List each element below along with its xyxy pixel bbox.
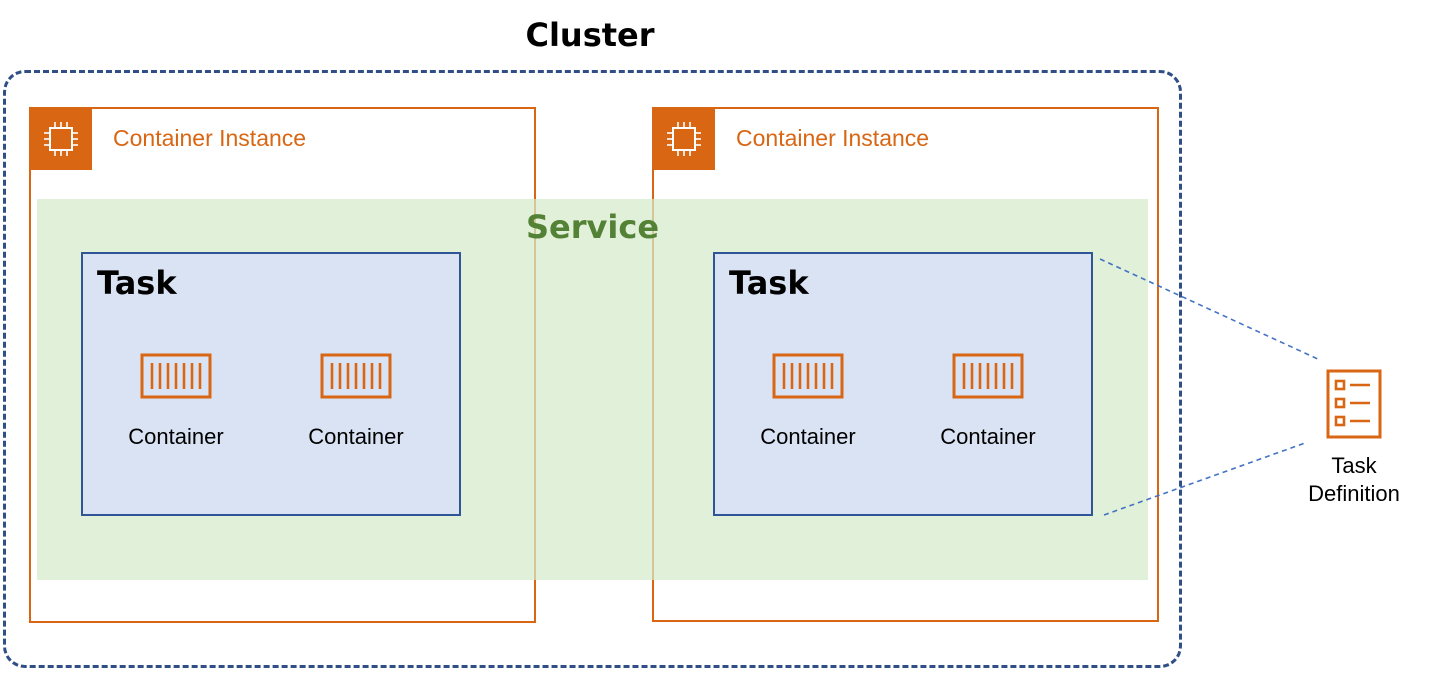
cluster-boundary (3, 70, 1182, 668)
container-label: Container (308, 424, 404, 449)
task-definition-list-icon[interactable] (1326, 369, 1382, 439)
container-instance-label: Container Instance (113, 125, 307, 151)
container-icon (320, 353, 392, 399)
container-instance-label: Container Instance (736, 125, 930, 151)
task-box-2[interactable] (713, 252, 1093, 516)
task-title: Task (729, 264, 809, 302)
container-icon (772, 353, 844, 399)
container-label: Container (760, 424, 856, 449)
task-definition-label-line1: Task (1331, 453, 1377, 478)
connector-bottom (1103, 442, 1306, 516)
container-label: Container (940, 424, 1036, 449)
ec2-chip-icon (653, 108, 715, 170)
ec2-chip-icon (30, 108, 92, 170)
service-title: Service (525, 208, 660, 246)
task-box-1[interactable] (81, 252, 461, 516)
container-icon (952, 353, 1024, 399)
task-title: Task (97, 264, 177, 302)
connector-top (1099, 258, 1321, 361)
container-label: Container (128, 424, 224, 449)
cluster-title: Cluster (525, 16, 655, 54)
task-definition-label: Task Definition (1290, 452, 1418, 508)
task-definition-label-line2: Definition (1308, 481, 1400, 506)
container-icon (140, 353, 212, 399)
